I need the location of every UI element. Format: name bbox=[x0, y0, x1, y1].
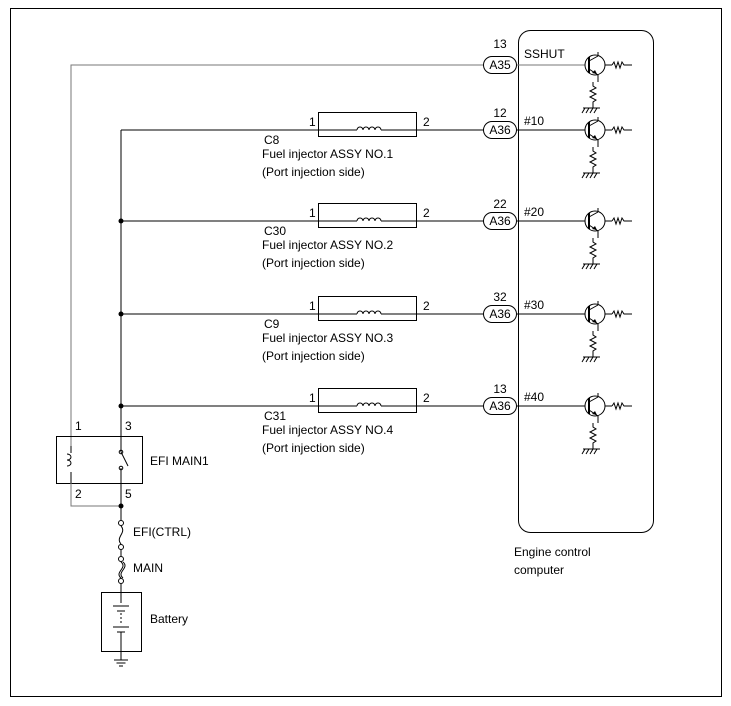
injector-pin-out: 2 bbox=[423, 391, 430, 405]
sshut-wire bbox=[70, 64, 485, 446]
ecu-pin: 13 bbox=[493, 382, 507, 396]
injector-name: Fuel injector ASSY NO.4 bbox=[262, 423, 394, 437]
relay-pin-3: 3 bbox=[125, 419, 132, 433]
driver-transistor-2 bbox=[581, 208, 632, 270]
ecu-pin: 12 bbox=[493, 106, 507, 120]
ecu-connector: A36 bbox=[489, 123, 511, 137]
injector-box bbox=[318, 112, 417, 137]
ecu-box bbox=[518, 30, 654, 533]
injector-pin-in: 1 bbox=[309, 206, 316, 220]
relay-pin-5: 5 bbox=[125, 487, 132, 501]
ecu-connector: A36 bbox=[489, 399, 511, 413]
ecu-label-line2: computer bbox=[514, 563, 564, 577]
connector-code: C8 bbox=[264, 133, 280, 147]
injector-name: Fuel injector ASSY NO.2 bbox=[262, 238, 394, 252]
efi-ctrl-fuse bbox=[118, 520, 124, 550]
injector-pin-out: 2 bbox=[423, 115, 430, 129]
battery-symbol bbox=[101, 592, 142, 667]
injector-box bbox=[318, 203, 417, 228]
sshut-connector: A35 bbox=[489, 58, 511, 72]
driver-transistor-3 bbox=[581, 301, 632, 363]
injector-side: (Port injection side) bbox=[262, 256, 365, 270]
injector-coil-icon bbox=[356, 402, 382, 407]
injector-side: (Port injection side) bbox=[262, 441, 365, 455]
driver-transistor-1 bbox=[581, 117, 632, 179]
sshut-signal: SSHUT bbox=[524, 47, 565, 61]
injector-coil-icon bbox=[356, 310, 382, 315]
ecu-label-line1: Engine control bbox=[514, 545, 591, 559]
ecu-connector: A36 bbox=[489, 214, 511, 228]
injector-box bbox=[318, 296, 417, 321]
injector-side: (Port injection side) bbox=[262, 165, 365, 179]
ecu-signal: #10 bbox=[524, 114, 544, 128]
sshut-ecu-pin: 13 bbox=[493, 37, 507, 51]
injector-side: (Port injection side) bbox=[262, 349, 365, 363]
injector-pin-out: 2 bbox=[423, 299, 430, 313]
ecu-signal: #40 bbox=[524, 390, 544, 404]
injector-name: Fuel injector ASSY NO.3 bbox=[262, 331, 394, 345]
efi-ctrl-fuse-label: EFI(CTRL) bbox=[133, 525, 191, 539]
relay-pin-2: 2 bbox=[75, 487, 82, 501]
relay-pin-1: 1 bbox=[75, 419, 82, 433]
injector-coil-icon bbox=[356, 217, 382, 222]
injector-pin-in: 1 bbox=[309, 391, 316, 405]
connector-code: C9 bbox=[264, 317, 280, 331]
injector-pin-in: 1 bbox=[309, 115, 316, 129]
diagram-frame bbox=[10, 8, 722, 697]
connector-code: C31 bbox=[264, 409, 286, 423]
injector-box bbox=[318, 388, 417, 413]
ecu-signal: #30 bbox=[524, 298, 544, 312]
battery-label: Battery bbox=[150, 612, 188, 626]
driver-transistor-4 bbox=[581, 393, 632, 455]
sshut-transistor bbox=[581, 52, 632, 114]
connector-code: C30 bbox=[264, 224, 286, 238]
relay-name: EFI MAIN1 bbox=[150, 454, 209, 468]
ecu-connector: A36 bbox=[489, 307, 511, 321]
injector-name: Fuel injector ASSY NO.1 bbox=[262, 147, 394, 161]
efi-main1-relay bbox=[56, 436, 143, 484]
ecu-pin: 32 bbox=[493, 290, 507, 304]
injector-pin-in: 1 bbox=[309, 299, 316, 313]
injector-coil-icon bbox=[356, 126, 382, 131]
injector-pin-out: 2 bbox=[423, 206, 430, 220]
main-fuse bbox=[118, 556, 126, 584]
ecu-signal: #20 bbox=[524, 205, 544, 219]
ecu-pin: 22 bbox=[493, 197, 507, 211]
main-fuse-label: MAIN bbox=[133, 561, 163, 575]
